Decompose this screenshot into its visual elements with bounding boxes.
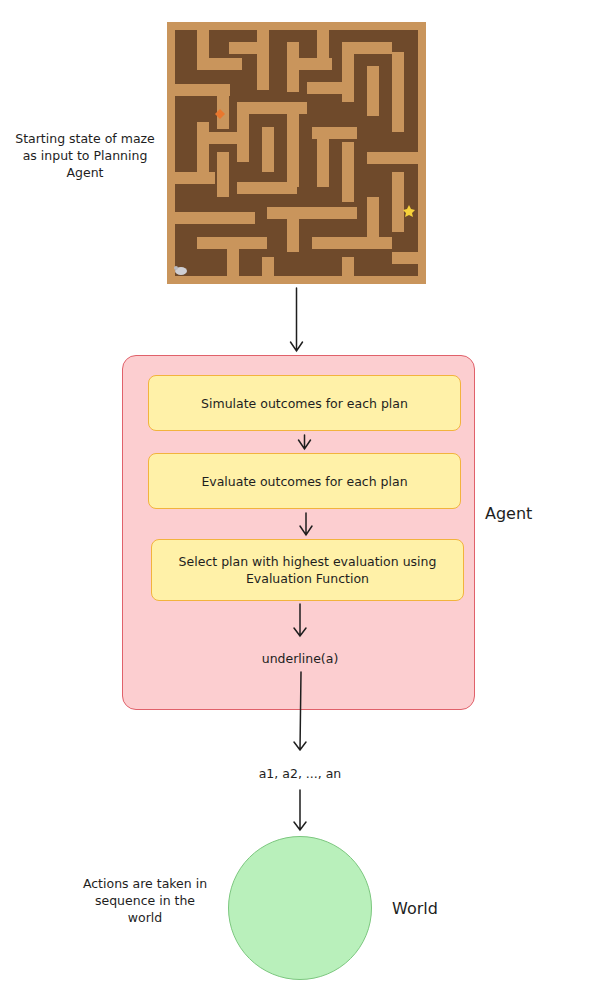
gem-icon	[215, 109, 225, 119]
maze-image	[167, 22, 426, 284]
process-box: Simulate outcomes for each plan	[148, 375, 461, 431]
mouse-ear	[174, 266, 178, 270]
maze-floor	[167, 22, 426, 284]
flow-label: a1, a2, ..., an	[220, 766, 380, 781]
flow-arrow	[291, 288, 303, 351]
mouse-icon	[175, 267, 187, 275]
process-box: Evaluate outcomes for each plan	[148, 453, 461, 509]
node-text: Evaluate outcomes for each plan	[201, 473, 407, 490]
node-text: Agent	[485, 504, 545, 524]
node-text: Starting state of maze as input to Plann…	[15, 130, 155, 181]
flow-label: underline(a)	[230, 651, 370, 666]
maze-walls	[167, 22, 426, 284]
process-box: Select plan with highest evaluation usin…	[151, 539, 464, 601]
flow-arrow	[294, 790, 306, 830]
node-text: Select plan with highest evaluation usin…	[172, 553, 443, 587]
node-text: Simulate outcomes for each plan	[201, 395, 408, 412]
world-circle: WorldActions are taken in sequence in th…	[228, 836, 372, 980]
node-text: World	[392, 899, 462, 919]
maze-input: Starting state of maze as input to Plann…	[167, 22, 426, 284]
node-note: Actions are taken in sequence in the wor…	[79, 875, 211, 926]
star-icon	[403, 205, 415, 217]
